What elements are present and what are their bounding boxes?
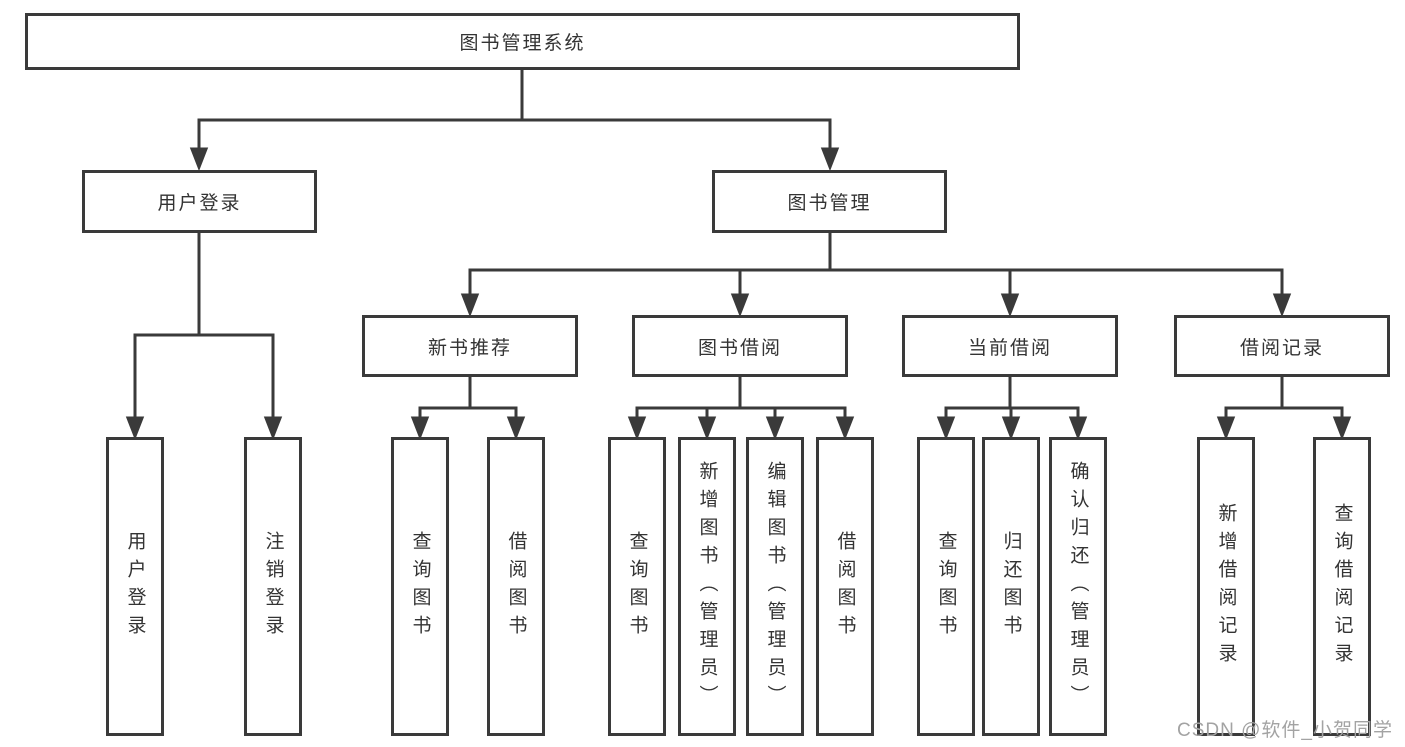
arrowhead: [820, 147, 840, 172]
arrowhead: [410, 416, 430, 441]
leaf-add-books-admin: 新增图书（管理员）: [678, 437, 736, 736]
arrowhead: [936, 416, 956, 441]
arrowhead: [730, 293, 750, 318]
node-book-borrowing: 图书借阅: [632, 315, 848, 377]
leaf-return-books: 归还图书: [982, 437, 1040, 736]
arrowhead: [460, 293, 480, 318]
leaf-query-books-3: 查询图书: [917, 437, 975, 736]
leaf-confirm-return-admin: 确认归还（管理员）: [1049, 437, 1107, 736]
leaf-query-books-1: 查询图书: [391, 437, 449, 736]
leaf-query-borrow-record: 查询借阅记录: [1313, 437, 1371, 736]
arrowhead: [125, 416, 145, 441]
arrowhead: [1068, 416, 1088, 441]
arrowhead: [506, 416, 526, 441]
node-book-management: 图书管理: [712, 170, 947, 233]
node-borrowing-records: 借阅记录: [1174, 315, 1390, 377]
leaf-edit-books-admin: 编辑图书（管理员）: [746, 437, 804, 736]
arrowhead: [1272, 293, 1292, 318]
arrowhead: [1216, 416, 1236, 441]
arrowhead: [627, 416, 647, 441]
arrowhead: [189, 147, 209, 172]
leaf-add-borrow-record: 新增借阅记录: [1197, 437, 1255, 736]
leaf-borrow-books-1: 借阅图书: [487, 437, 545, 736]
leaf-user-login: 用户登录: [106, 437, 164, 736]
arrowhead: [765, 416, 785, 441]
arrowhead: [835, 416, 855, 441]
arrowhead: [1001, 416, 1021, 441]
leaf-borrow-books-2: 借阅图书: [816, 437, 874, 736]
csdn-watermark: CSDN @软件_小贺同学: [1177, 720, 1393, 741]
arrowhead: [1332, 416, 1352, 441]
node-current-borrowing: 当前借阅: [902, 315, 1118, 377]
node-system-root: 图书管理系统: [25, 13, 1020, 70]
leaf-query-books-2: 查询图书: [608, 437, 666, 736]
arrowhead: [697, 416, 717, 441]
leaf-logout: 注销登录: [244, 437, 302, 736]
arrowhead: [263, 416, 283, 441]
node-user-login: 用户登录: [82, 170, 317, 233]
arrowhead: [1000, 293, 1020, 318]
node-new-books: 新书推荐: [362, 315, 578, 377]
